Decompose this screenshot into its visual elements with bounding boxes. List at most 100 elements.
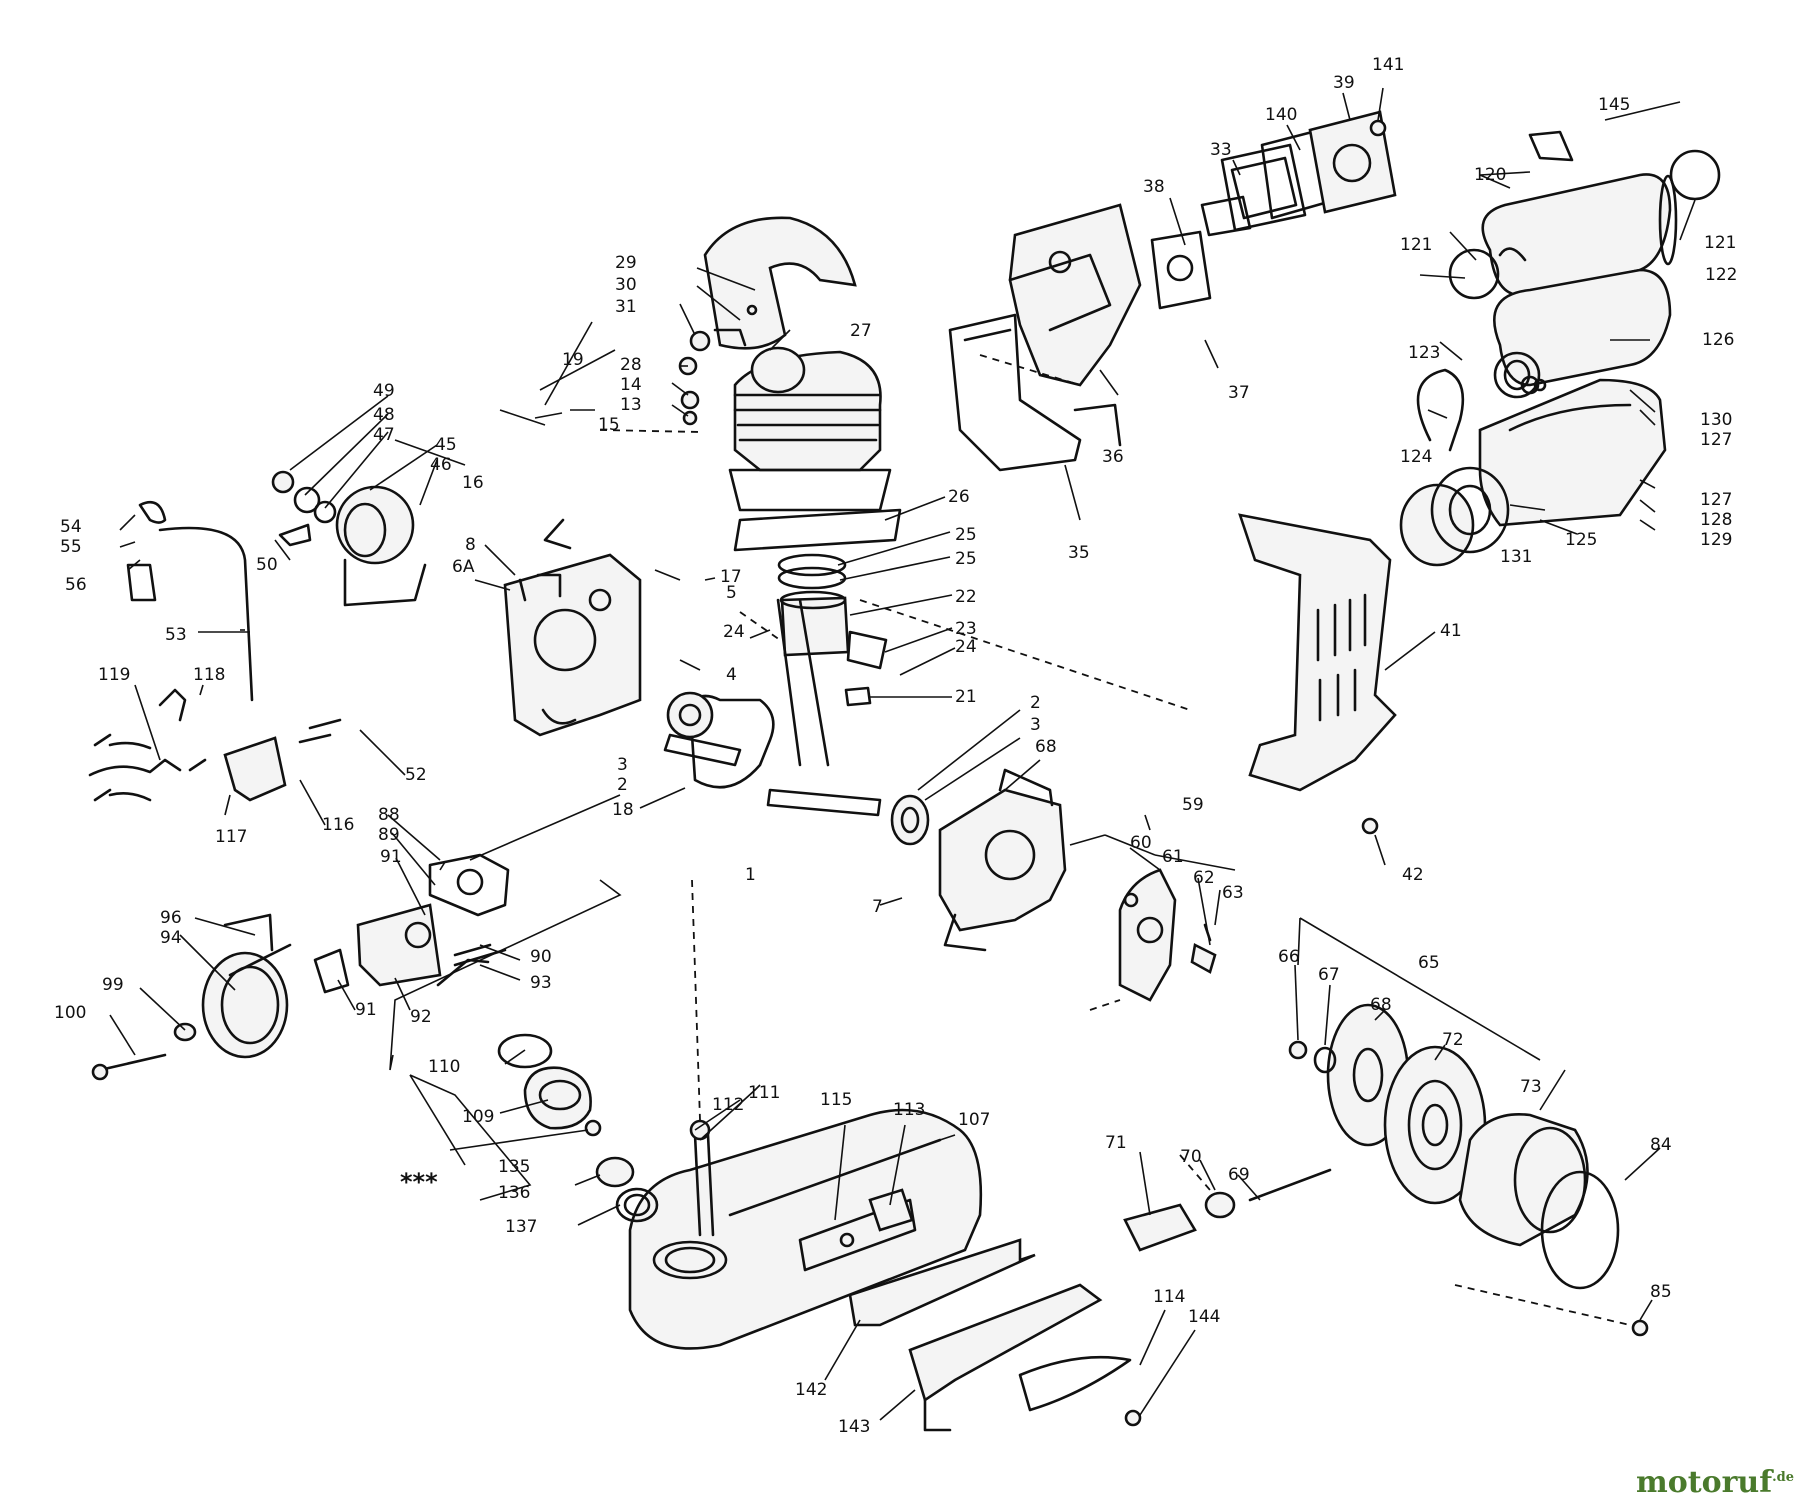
callout-121-left: 121 (1400, 235, 1432, 255)
recoil-starter (1123, 1003, 1649, 1337)
callout-130: 130 (1700, 410, 1732, 430)
callout-85: 85 (1650, 1282, 1672, 1302)
crankcase-half (890, 768, 1067, 952)
callout-117: 117 (215, 827, 247, 847)
callout-129: 129 (1700, 530, 1732, 550)
callout-121-right: 121 (1704, 233, 1736, 253)
callout-45: 45 (435, 435, 457, 455)
callout-41: 41 (1440, 621, 1462, 641)
callout-59: 59 (1182, 795, 1204, 815)
callout-91-bottom: 91 (355, 1000, 377, 1020)
callout-142: 142 (795, 1380, 827, 1400)
callout-25-bottom: 25 (955, 549, 977, 569)
callout-144: 144 (1188, 1307, 1220, 1327)
callout-52: 52 (405, 765, 427, 785)
callout-23: 23 (955, 619, 977, 639)
callout-109: 109 (462, 1107, 494, 1127)
callout-93: 93 (530, 973, 552, 993)
callout-141: 141 (1372, 55, 1404, 75)
watermark-logo: motoruf.de (1636, 1465, 1794, 1500)
callout-111: 111 (748, 1083, 780, 1103)
callout-122: 122 (1705, 265, 1737, 285)
callout-49: 49 (373, 381, 395, 401)
callout-124: 124 (1400, 447, 1432, 467)
callout-70: 70 (1180, 1147, 1202, 1167)
callout-110: 110 (428, 1057, 460, 1077)
callout-118: 118 (193, 665, 225, 685)
callout-107: 107 (958, 1110, 990, 1130)
watermark-tld: .de (1772, 1470, 1794, 1485)
callout-31: 31 (615, 297, 637, 317)
callout-3-right: 3 (1030, 715, 1041, 735)
callout-3-left: 3 (617, 755, 628, 775)
callout-61: 61 (1162, 847, 1184, 867)
callout-24-left: 24 (723, 622, 745, 642)
cylinder-assembly (678, 216, 902, 707)
fuel-cap-assembly (497, 1033, 659, 1223)
callout-33: 33 (1210, 140, 1232, 160)
callout-28: 28 (620, 355, 642, 375)
callout-66: 66 (1278, 947, 1300, 967)
callout-38: 38 (1143, 177, 1165, 197)
callout-94: 94 (160, 928, 182, 948)
callout-36: 36 (1102, 447, 1124, 467)
callout-60: 60 (1130, 833, 1152, 853)
callout-68-starter: 68 (1370, 995, 1392, 1015)
callout-112: 112 (712, 1095, 744, 1115)
callout-39: 39 (1333, 73, 1355, 93)
exhaust-gaskets (1150, 110, 1397, 310)
callout-15: 15 (598, 415, 620, 435)
carburetor-assembly (91, 853, 510, 1081)
crankcase-assembly (503, 518, 882, 817)
callout-8: 8 (465, 535, 476, 555)
callout-30: 30 (615, 275, 637, 295)
callout-65: 65 (1418, 953, 1440, 973)
callout-6A: 6A (452, 557, 475, 577)
callout-135: 135 (498, 1157, 530, 1177)
callout-37: 37 (1228, 383, 1250, 403)
callout-127-top: 127 (1700, 430, 1732, 450)
callout-7: 7 (872, 897, 883, 917)
callout-62: 62 (1193, 868, 1215, 888)
callout-72: 72 (1442, 1030, 1464, 1050)
callout-115: 115 (820, 1090, 852, 1110)
callout-50: 50 (256, 555, 278, 575)
callout-91-top: 91 (380, 847, 402, 867)
callout-13: 13 (620, 395, 642, 415)
callout-47: 47 (373, 425, 395, 445)
callout-136: 136 (498, 1183, 530, 1203)
callout-89: 89 (378, 825, 400, 845)
callout-99: 99 (102, 975, 124, 995)
callout-140: 140 (1265, 105, 1297, 125)
callout-labels: 145 120 121 121 122 123 124 125 131 126 … (54, 55, 1737, 1437)
callout-71: 71 (1105, 1133, 1127, 1153)
callout-42: 42 (1402, 865, 1424, 885)
flywheel (1118, 868, 1217, 1002)
muffler-body (948, 203, 1142, 472)
leader-lines (109, 87, 1696, 1421)
callout-127-bottom: 127 (1700, 490, 1732, 510)
callout-19: 19 (562, 350, 584, 370)
callout-143: 143 (838, 1417, 870, 1437)
callout-68-crankcase: 68 (1035, 737, 1057, 757)
watermark-text: motoruf (1635, 1465, 1773, 1500)
callout-14: 14 (620, 375, 642, 395)
callout-17: 17 (720, 567, 742, 587)
callout-131: 131 (1500, 547, 1532, 567)
callout-123: 123 (1408, 343, 1440, 363)
callout-63: 63 (1222, 883, 1244, 903)
assembly-lines (599, 354, 1631, 1326)
callout-73: 73 (1520, 1077, 1542, 1097)
callout-46: 46 (430, 455, 452, 475)
callout-69: 69 (1228, 1165, 1250, 1185)
callout-113: 113 (893, 1100, 925, 1120)
callout-stars: *** (400, 1168, 438, 1196)
callout-2-left: 2 (617, 775, 628, 795)
callout-54: 54 (60, 517, 82, 537)
callout-35: 35 (1068, 543, 1090, 563)
callout-126: 126 (1702, 330, 1734, 350)
callout-92: 92 (410, 1007, 432, 1027)
callout-53: 53 (165, 625, 187, 645)
callout-16: 16 (462, 473, 484, 493)
